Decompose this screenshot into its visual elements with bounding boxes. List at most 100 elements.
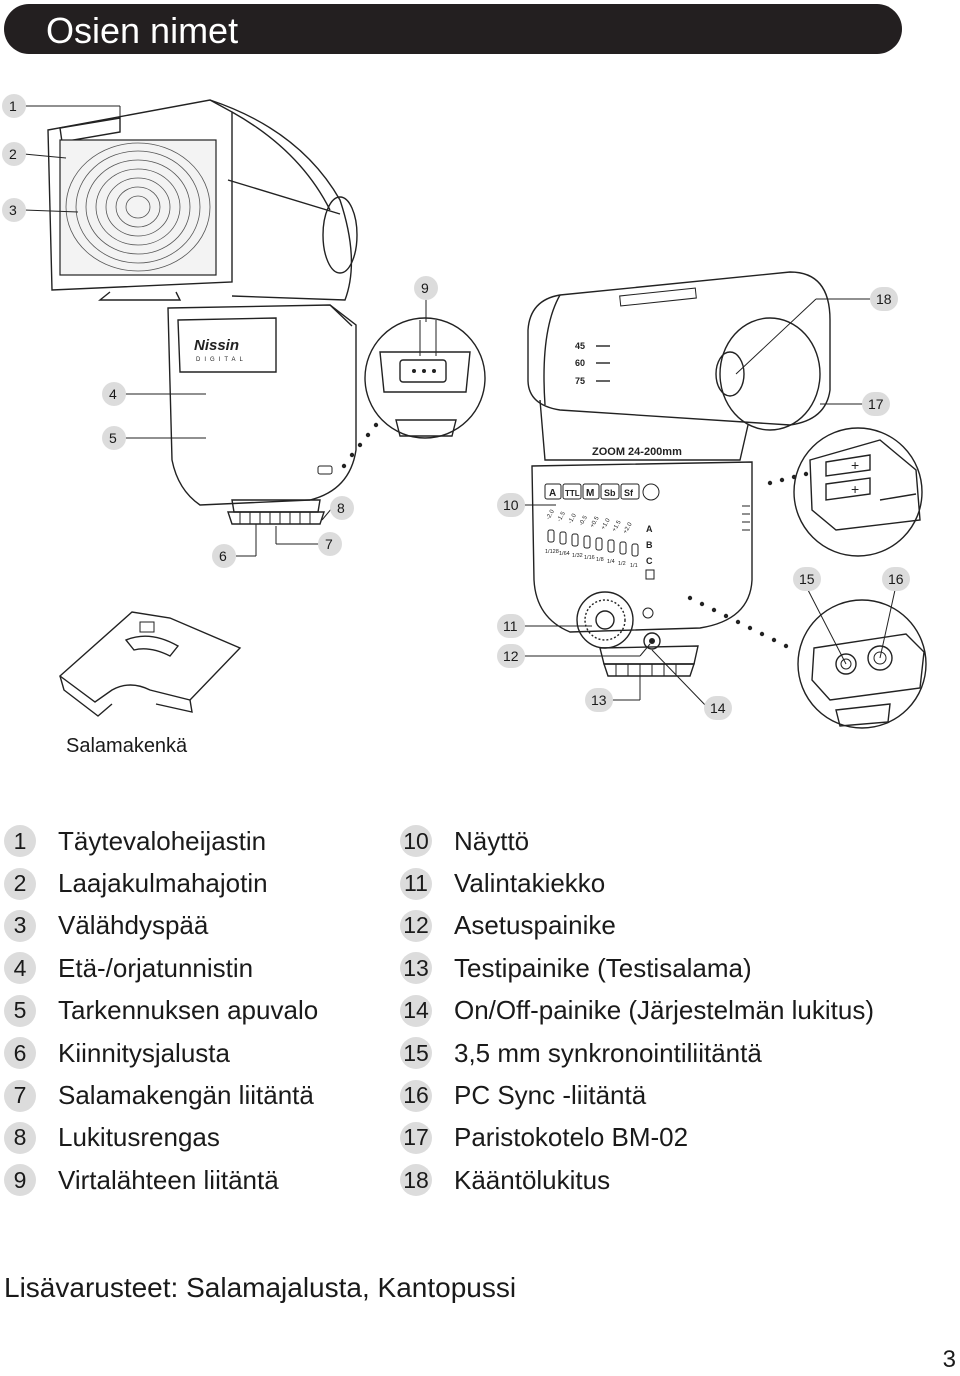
- item-label: Etä-/orjatunnistin: [58, 952, 254, 983]
- callout-4: 4: [109, 386, 117, 402]
- item-label: PC Sync -liitäntä: [454, 1080, 647, 1111]
- item-label: Välähdyspää: [58, 910, 209, 941]
- parts-list-left: 1 Täytevaloheijastin 2 Laajakulmahajotin 3…: [4, 820, 318, 1202]
- item-number: 4: [4, 952, 36, 985]
- svg-text:+: +: [851, 457, 859, 473]
- callout-15: 15: [799, 571, 815, 587]
- power-label: 1/32: [572, 553, 583, 559]
- nissin-logo-sub: DIGITAL: [196, 357, 247, 363]
- callout-7: 7: [325, 536, 333, 552]
- item-label: Paristokotelo BM-02: [454, 1122, 689, 1153]
- power-label: 1/2: [618, 561, 626, 567]
- power-label: 1/128: [545, 549, 559, 555]
- mode-ttl: TTL: [565, 489, 580, 498]
- item-number: 10: [400, 825, 432, 858]
- callout-12: 12: [503, 648, 519, 664]
- power-label: 1/4: [607, 559, 615, 565]
- item-label: On/Off-painike (Järjestelmän lukitus): [454, 995, 875, 1026]
- list-item: 18 Kääntölukitus: [400, 1159, 874, 1201]
- item-label: Täytevaloheijastin: [58, 825, 267, 856]
- flash-diagram: Nissin DIGITAL: [2, 94, 927, 729]
- list-item: 15 3,5 mm synkronointiliitäntä: [400, 1032, 874, 1074]
- power-label: 1/8: [596, 557, 604, 563]
- item-number: 16: [400, 1079, 432, 1112]
- mode-m: M: [586, 488, 594, 499]
- mode-sb: Sb: [604, 488, 616, 498]
- callout-17: 17: [868, 396, 884, 412]
- callout-6: 6: [219, 548, 227, 564]
- list-item: 4 Etä-/orjatunnistin: [4, 947, 318, 989]
- item-number: 8: [4, 1121, 36, 1154]
- item-label: Virtalähteen liitäntä: [58, 1164, 279, 1195]
- zoom-indicator-text: ZOOM 24-200mm: [592, 446, 682, 458]
- ev-label: -0.5: [579, 514, 590, 527]
- page-number: 3: [942, 1346, 956, 1373]
- item-number: 17: [400, 1121, 432, 1154]
- item-label: Valintakiekko: [454, 868, 606, 899]
- list-item: 8 Lukitusrengas: [4, 1117, 318, 1159]
- item-label: Testipainike (Testisalama): [454, 952, 752, 983]
- callout-8: 8: [337, 500, 345, 516]
- item-label: Salamakengän liitäntä: [58, 1080, 314, 1111]
- group-a: A: [646, 524, 653, 534]
- item-number: 1: [4, 825, 36, 858]
- item-number: 15: [400, 1037, 432, 1070]
- ev-label: +1.5: [612, 519, 623, 533]
- item-number: 6: [4, 1037, 36, 1070]
- item-label: Kääntölukitus: [454, 1164, 611, 1195]
- item-label: Näyttö: [454, 825, 530, 856]
- flash-front-view: Nissin DIGITAL: [47, 99, 358, 525]
- section-title-bar: Osien nimet: [4, 4, 902, 54]
- power-label: 1/1: [630, 563, 638, 569]
- group-b: B: [646, 540, 653, 550]
- item-label: 3,5 mm synkronointiliitäntä: [454, 1037, 762, 1068]
- list-item: 17 Paristokotelo BM-02: [400, 1117, 874, 1159]
- callout-3: 3: [9, 202, 17, 218]
- battery-compartment-detail: + +: [793, 427, 923, 557]
- callout-11: 11: [503, 618, 518, 634]
- shoe-caption: Salamakenkä: [66, 735, 188, 757]
- sync-terminal-detail: [797, 599, 927, 729]
- callout-14: 14: [710, 700, 726, 716]
- callout-1: 1: [9, 98, 17, 114]
- list-item: 3 Välähdyspää: [4, 905, 318, 947]
- list-item: 11 Valintakiekko: [400, 862, 874, 904]
- item-number: 2: [4, 867, 36, 900]
- callout-18: 18: [876, 291, 892, 307]
- item-number: 7: [4, 1079, 36, 1112]
- list-item: 16 PC Sync -liitäntä: [400, 1074, 874, 1116]
- item-label: Lukitusrengas: [58, 1122, 220, 1153]
- item-number: 11: [400, 867, 432, 900]
- list-item: 10 Näyttö: [400, 820, 874, 862]
- mode-a: A: [549, 488, 556, 499]
- zoom-mark-75: 75: [575, 376, 585, 386]
- list-item: 2 Laajakulmahajotin: [4, 862, 318, 904]
- ev-label: -1.0: [568, 512, 579, 525]
- mode-sf: Sf: [624, 488, 634, 498]
- list-item: 7 Salamakengän liitäntä: [4, 1074, 318, 1116]
- power-connector-detail: [364, 317, 486, 439]
- page-title: Osien nimet: [46, 10, 239, 51]
- power-label: 1/64: [559, 551, 570, 557]
- nissin-logo: Nissin: [194, 337, 239, 354]
- item-label: Kiinnitysjalusta: [58, 1037, 230, 1068]
- list-item: 1 Täytevaloheijastin: [4, 820, 318, 862]
- flash-shoe-drawing: [58, 611, 242, 717]
- group-c: C: [646, 556, 653, 566]
- item-label: Laajakulmahajotin: [58, 868, 268, 899]
- callout-10: 10: [503, 497, 519, 513]
- callout-bubbles: 1 2 3 4 5 6 7 8 9 10 11 12 13 14 15 16 1…: [2, 94, 910, 720]
- power-label: 1/16: [584, 555, 595, 561]
- callout-16: 16: [888, 571, 904, 587]
- item-number: 18: [400, 1164, 432, 1197]
- callout-5: 5: [109, 430, 117, 446]
- item-number: 5: [4, 994, 36, 1027]
- flash-back-view: 45 60 75 ZOOM 24-200mm A TTL M Sb Sf -2.…: [527, 271, 831, 677]
- item-number: 3: [4, 909, 36, 942]
- item-label: Asetuspainike: [454, 910, 616, 941]
